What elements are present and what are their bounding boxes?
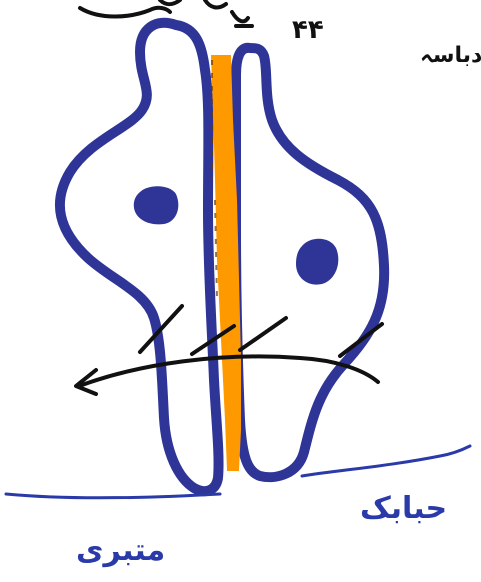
top-center-label: ۴۴ <box>292 15 324 45</box>
top-right-label: دباسہ <box>420 43 481 68</box>
bottom-left-label: متبری <box>76 533 165 568</box>
left-nucleus <box>134 186 179 224</box>
bottom-right-label: حبابک <box>360 491 447 526</box>
